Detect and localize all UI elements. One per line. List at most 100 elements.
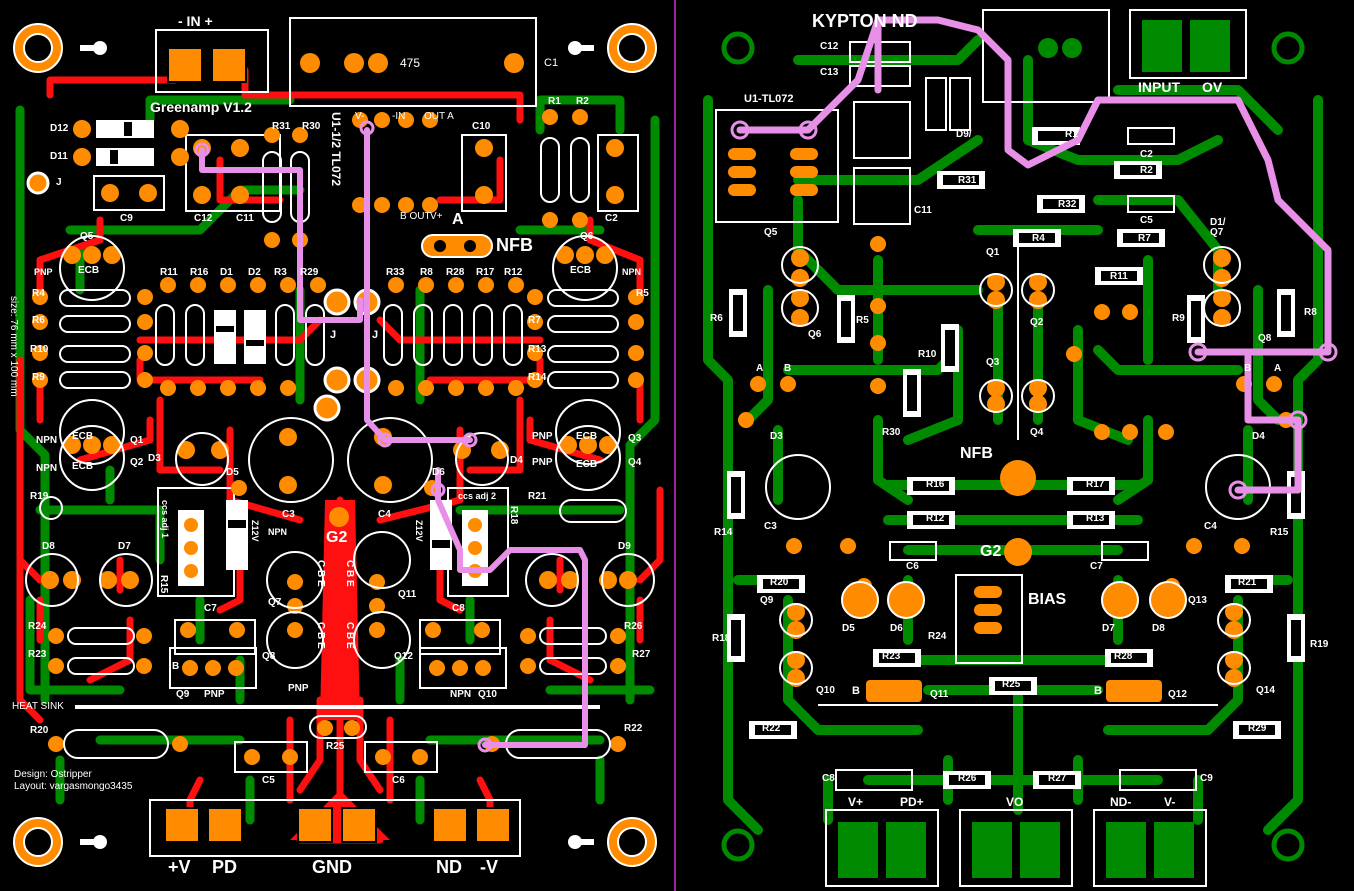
rr8-label: R8	[1304, 307, 1317, 318]
d5-label: D5	[226, 467, 239, 478]
r2-label: R2	[576, 96, 589, 107]
left-pcb-artwork	[13, 17, 664, 867]
rr18-label: R18	[712, 633, 731, 644]
rc6-label: C6	[906, 561, 919, 572]
rq13-label: Q13	[1188, 595, 1207, 606]
q10-type-label: NPN	[450, 689, 472, 700]
rd3-label: D3	[770, 431, 783, 442]
r7-label: R7	[528, 315, 541, 326]
jumper-a-label: A	[452, 211, 464, 228]
rr9-label: R9	[1172, 313, 1185, 324]
r16-label: R16	[190, 267, 209, 278]
d4-label: D4	[510, 455, 523, 466]
d9-label: D9	[618, 541, 631, 552]
d11-label: D11	[50, 151, 68, 162]
input-terminal-label: INPUT	[1138, 79, 1180, 95]
d6-label: D6	[432, 467, 445, 478]
ra-label-1: A	[756, 363, 764, 374]
d3-label: D3	[148, 453, 161, 464]
terminal-nd-label: ND	[436, 857, 462, 877]
d8-label: D8	[42, 541, 55, 552]
r18-label: R18	[508, 506, 519, 525]
rq3-label: Q3	[986, 357, 1000, 368]
ic-pin-minus-in: -IN	[392, 111, 406, 122]
terminal-pd-label: PD	[212, 857, 238, 877]
input-header-label: - IN +	[178, 13, 213, 29]
rd1-label: D1/	[1210, 217, 1226, 228]
q9-type-label: PNP	[204, 689, 225, 700]
bias-label: BIAS	[1028, 591, 1067, 608]
rr29-label: R29	[1248, 723, 1267, 734]
d7-label: D7	[118, 541, 131, 552]
ic-u1-label: U1-1/2 TL072	[329, 112, 343, 187]
rd7-label: D7	[1102, 623, 1115, 634]
rq4-label: Q4	[1030, 427, 1044, 438]
r1-label: R1	[548, 96, 561, 107]
rb-label-2: B	[1244, 363, 1252, 374]
rr13-label: R13	[1086, 513, 1105, 524]
j-label: J	[56, 177, 62, 188]
q7-pin-label: C B E	[315, 560, 326, 587]
r13-label: R13	[528, 344, 547, 355]
ccs-adj-2-label: ccs adj 2	[458, 491, 497, 501]
ic-pin-v-plus: V+	[430, 211, 443, 222]
r26-label: R26	[624, 621, 643, 632]
c12-label: C12	[194, 213, 213, 224]
q12-base-label: B	[1094, 685, 1102, 697]
rc4-label: C4	[1204, 521, 1217, 532]
j-jumper-1: J	[330, 329, 337, 341]
q11-pin-label: C B E	[344, 560, 355, 587]
r8-label: R8	[420, 267, 433, 278]
nfb-label: NFB	[496, 235, 533, 255]
rterminal-vo-label: VO	[1006, 795, 1024, 809]
r3-label: R3	[274, 267, 287, 278]
z12v-2-label: Z12V	[414, 520, 424, 542]
q2-label: Q2	[130, 457, 144, 468]
rr4-label: R4	[1032, 233, 1045, 244]
q5-type-label: PNP	[34, 267, 53, 277]
rc7-label: C7	[1090, 561, 1103, 572]
rd8-label: D8	[1152, 623, 1165, 634]
rterminal-v-minus-label: V-	[1164, 795, 1176, 809]
r21-label: R21	[528, 491, 547, 502]
rb-label-1: B	[784, 363, 792, 374]
c1-label: C1	[544, 57, 559, 69]
r17-label: R17	[476, 267, 495, 278]
r25-label: R25	[326, 741, 345, 752]
r15-label: R15	[158, 575, 169, 594]
q3-label: Q3	[628, 433, 642, 444]
c1-value-label: 475	[400, 56, 421, 70]
r22-label: R22	[624, 723, 643, 734]
q2-pin-label: ECB	[72, 461, 94, 472]
rterminal-nd-minus-label: ND-	[1110, 795, 1132, 809]
q3-type-label: PNP	[532, 431, 553, 442]
rr30-label: R30	[882, 427, 901, 438]
rd4-label: D4	[1252, 431, 1265, 442]
rr16-label: R16	[926, 479, 945, 490]
q4-label: Q4	[628, 457, 642, 468]
board-title: Greenamp V1.2	[150, 99, 252, 115]
rr17-label: R17	[1086, 479, 1105, 490]
q5-pin-label: ECB	[78, 265, 100, 276]
g2-label: G2	[326, 529, 348, 546]
r5-label: R5	[636, 288, 649, 299]
r23-label: R23	[28, 649, 47, 660]
right-board-title: KYPTON ND	[812, 11, 918, 31]
ccs-adj-1-label: ccs adj 1	[160, 500, 170, 539]
right-pcb-artwork	[703, 9, 1338, 887]
q3-pin-label: ECB	[576, 431, 598, 442]
q8-label: Q8	[262, 651, 276, 662]
rq7-label: Q7	[1210, 227, 1224, 238]
rr31-label: R31	[958, 175, 977, 186]
rq9-label: Q9	[760, 595, 774, 606]
c9-label: C9	[120, 213, 133, 224]
ra-label-2: A	[1274, 363, 1282, 374]
rq14-label: Q14	[1256, 685, 1275, 696]
rr6-label: R6	[710, 313, 723, 324]
c6-label: C6	[392, 775, 405, 786]
q9-label: Q9	[176, 689, 190, 700]
rq12-label: Q12	[1168, 689, 1187, 700]
c3-label: C3	[282, 509, 295, 520]
rq8-label: Q8	[1258, 333, 1272, 344]
left-pcb-board: - IN + 475 C1 Greenamp V1.2 R1 R2 D12 D1…	[0, 0, 676, 891]
